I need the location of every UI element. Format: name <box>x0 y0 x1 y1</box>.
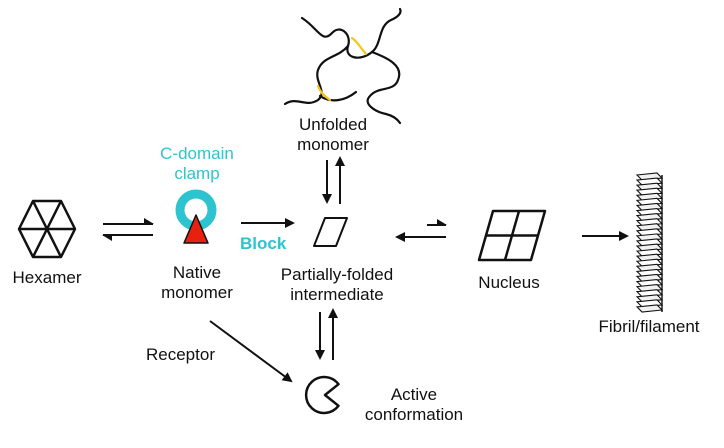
c-domain-clamp-line1: C-domain <box>160 144 234 163</box>
unfolded-monomer-line1: Unfolded <box>298 115 368 134</box>
hexamer-label: Hexamer <box>12 268 82 287</box>
c-domain-clamp-line2: clamp <box>174 164 220 183</box>
receptor-label: Receptor <box>146 345 215 364</box>
c-domain-clamp-label: C-domain clamp <box>160 144 234 184</box>
nucleus-grid-icon <box>477 209 547 262</box>
native-monomer-label: Native monomer <box>161 263 233 303</box>
equilibrium-arrows-intermediate-active <box>315 308 338 360</box>
block-label: Block <box>240 234 287 253</box>
partially-folded-label: Partially-folded intermediate <box>281 265 393 305</box>
unfolded-monomer-line2: monomer <box>297 135 369 154</box>
active-conformation-line1: Active <box>390 385 438 404</box>
unfolded-monomer-label: Unfolded monomer <box>297 115 369 155</box>
equilibrium-arrows-intermediate-nucleus <box>395 219 447 242</box>
active-conformation-line2: conformation <box>364 405 464 424</box>
arrow-receptor-to-active <box>209 320 293 383</box>
partially-folded-line2: intermediate <box>290 285 384 304</box>
unfolded-chain-icon <box>283 7 402 125</box>
nucleus-label: Nucleus <box>478 273 540 292</box>
native-monomer-line1: Native <box>172 263 222 282</box>
fibril-label: Fibril/filament <box>598 317 700 336</box>
clamped-monomer-icon <box>175 189 217 244</box>
partially-folded-line1: Partially-folded <box>280 265 394 284</box>
equilibrium-arrows-unfolded-intermediate <box>322 156 345 204</box>
hexagon-icon <box>17 199 77 259</box>
parallelogram-icon <box>313 217 348 247</box>
native-monomer-line2: monomer <box>161 283 233 302</box>
active-conformation-label: Active conformation <box>365 385 463 425</box>
pacman-icon <box>304 375 340 415</box>
fibril-stack-icon <box>635 172 664 313</box>
equilibrium-arrows-hexamer-monomer <box>102 218 154 241</box>
